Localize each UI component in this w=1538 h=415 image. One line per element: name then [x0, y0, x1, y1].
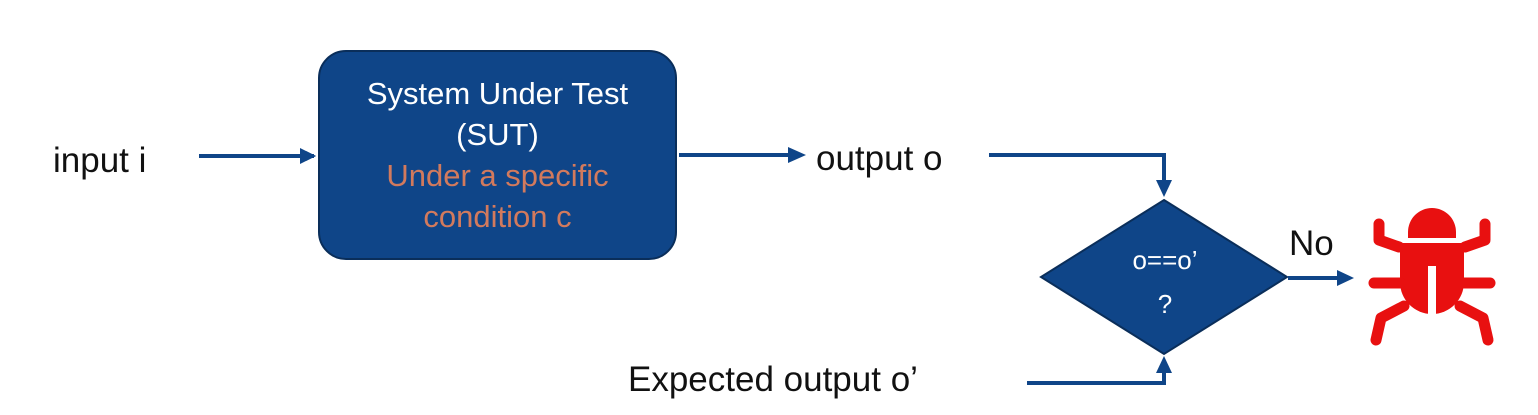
system-under-test-box: System Under Test (SUT) Under a specific…	[318, 50, 677, 260]
decision-diamond	[1039, 198, 1289, 356]
input-label: input i	[53, 141, 147, 180]
sut-abbreviation: (SUT)	[456, 117, 539, 152]
sut-condition-line2: condition c	[423, 199, 572, 234]
arrowhead-input	[300, 148, 316, 164]
arrowhead-decision-bottom	[1156, 356, 1172, 373]
connector-output-to-decision	[989, 153, 1166, 180]
decision-question-line2: ?	[1157, 289, 1173, 319]
output-label: output o	[816, 139, 943, 178]
expected-output-label: Expected output o’	[628, 360, 918, 399]
arrowhead-decision-top	[1156, 180, 1172, 197]
decision-question-line1: o==o’	[1132, 245, 1198, 275]
no-label: No	[1289, 224, 1334, 263]
sut-condition-line1: Under a specific	[386, 158, 609, 193]
connector-expected-to-decision	[1027, 372, 1166, 385]
arrowhead-output	[788, 147, 806, 163]
decision-question: o==o’ ?	[1080, 238, 1250, 326]
bug-icon	[1368, 208, 1496, 346]
sut-title: System Under Test	[366, 76, 629, 111]
arrowhead-no	[1337, 270, 1354, 286]
